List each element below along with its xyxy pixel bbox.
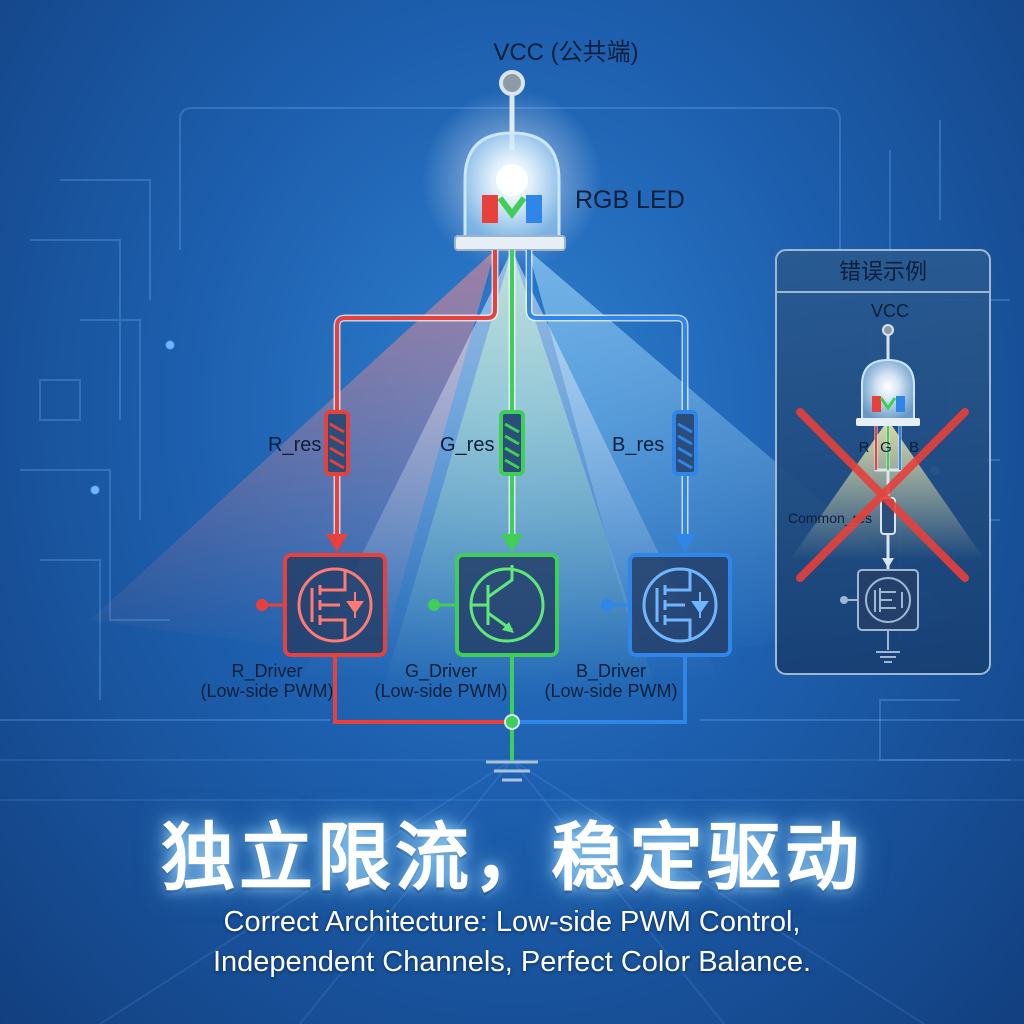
wrong-cross-icon bbox=[796, 408, 969, 582]
wrong-pin-r: R bbox=[859, 439, 870, 456]
subtitle-line-2: Independent Channels, Perfect Color Bala… bbox=[212, 946, 812, 978]
wrong-pin-g: G bbox=[880, 439, 892, 456]
headline: 独立限流，稳定驱动 bbox=[161, 815, 863, 901]
b-driver-mosfet bbox=[601, 553, 732, 657]
wrong-pin-b: B bbox=[909, 439, 919, 456]
r-driver-mosfet bbox=[256, 553, 387, 657]
b-res-label: B_res bbox=[612, 434, 664, 456]
wrong-driver-mosfet bbox=[840, 569, 919, 650]
arrowheads bbox=[326, 534, 696, 552]
wrong-example-title: 错误示例 bbox=[839, 259, 927, 284]
resistor-r bbox=[324, 410, 350, 476]
g-driver-bjt bbox=[428, 553, 559, 657]
r-driver-note: (Low-side PWM) bbox=[200, 681, 333, 701]
g-driver-label: G_Driver bbox=[405, 661, 477, 682]
wrong-vcc-label: VCC bbox=[871, 301, 909, 321]
subtitle-line-1: Correct Architecture: Low-side PWM Contr… bbox=[223, 906, 801, 938]
vcc-label: VCC (公共端) bbox=[493, 39, 638, 66]
rgb-led-label: RGB LED bbox=[575, 186, 685, 214]
resistor-b bbox=[672, 410, 698, 476]
resistor-g bbox=[499, 410, 525, 476]
ground-icon bbox=[486, 760, 538, 782]
g-driver-note: (Low-side PWM) bbox=[374, 681, 507, 701]
g-res-label: G_res bbox=[440, 434, 494, 456]
b-driver-label: B_Driver bbox=[576, 661, 646, 682]
b-driver-note: (Low-side PWM) bbox=[544, 681, 677, 701]
wrong-led-icon bbox=[856, 324, 920, 498]
r-driver-label: R_Driver bbox=[231, 661, 302, 682]
rgb-led-icon bbox=[422, 90, 602, 270]
r-res-label: R_res bbox=[268, 434, 321, 456]
subtitle: Correct Architecture: Low-side PWM Contr… bbox=[0, 902, 1024, 982]
ground-bus bbox=[333, 655, 687, 760]
channel-wires bbox=[333, 250, 689, 545]
wrong-ground-icon bbox=[876, 651, 900, 663]
